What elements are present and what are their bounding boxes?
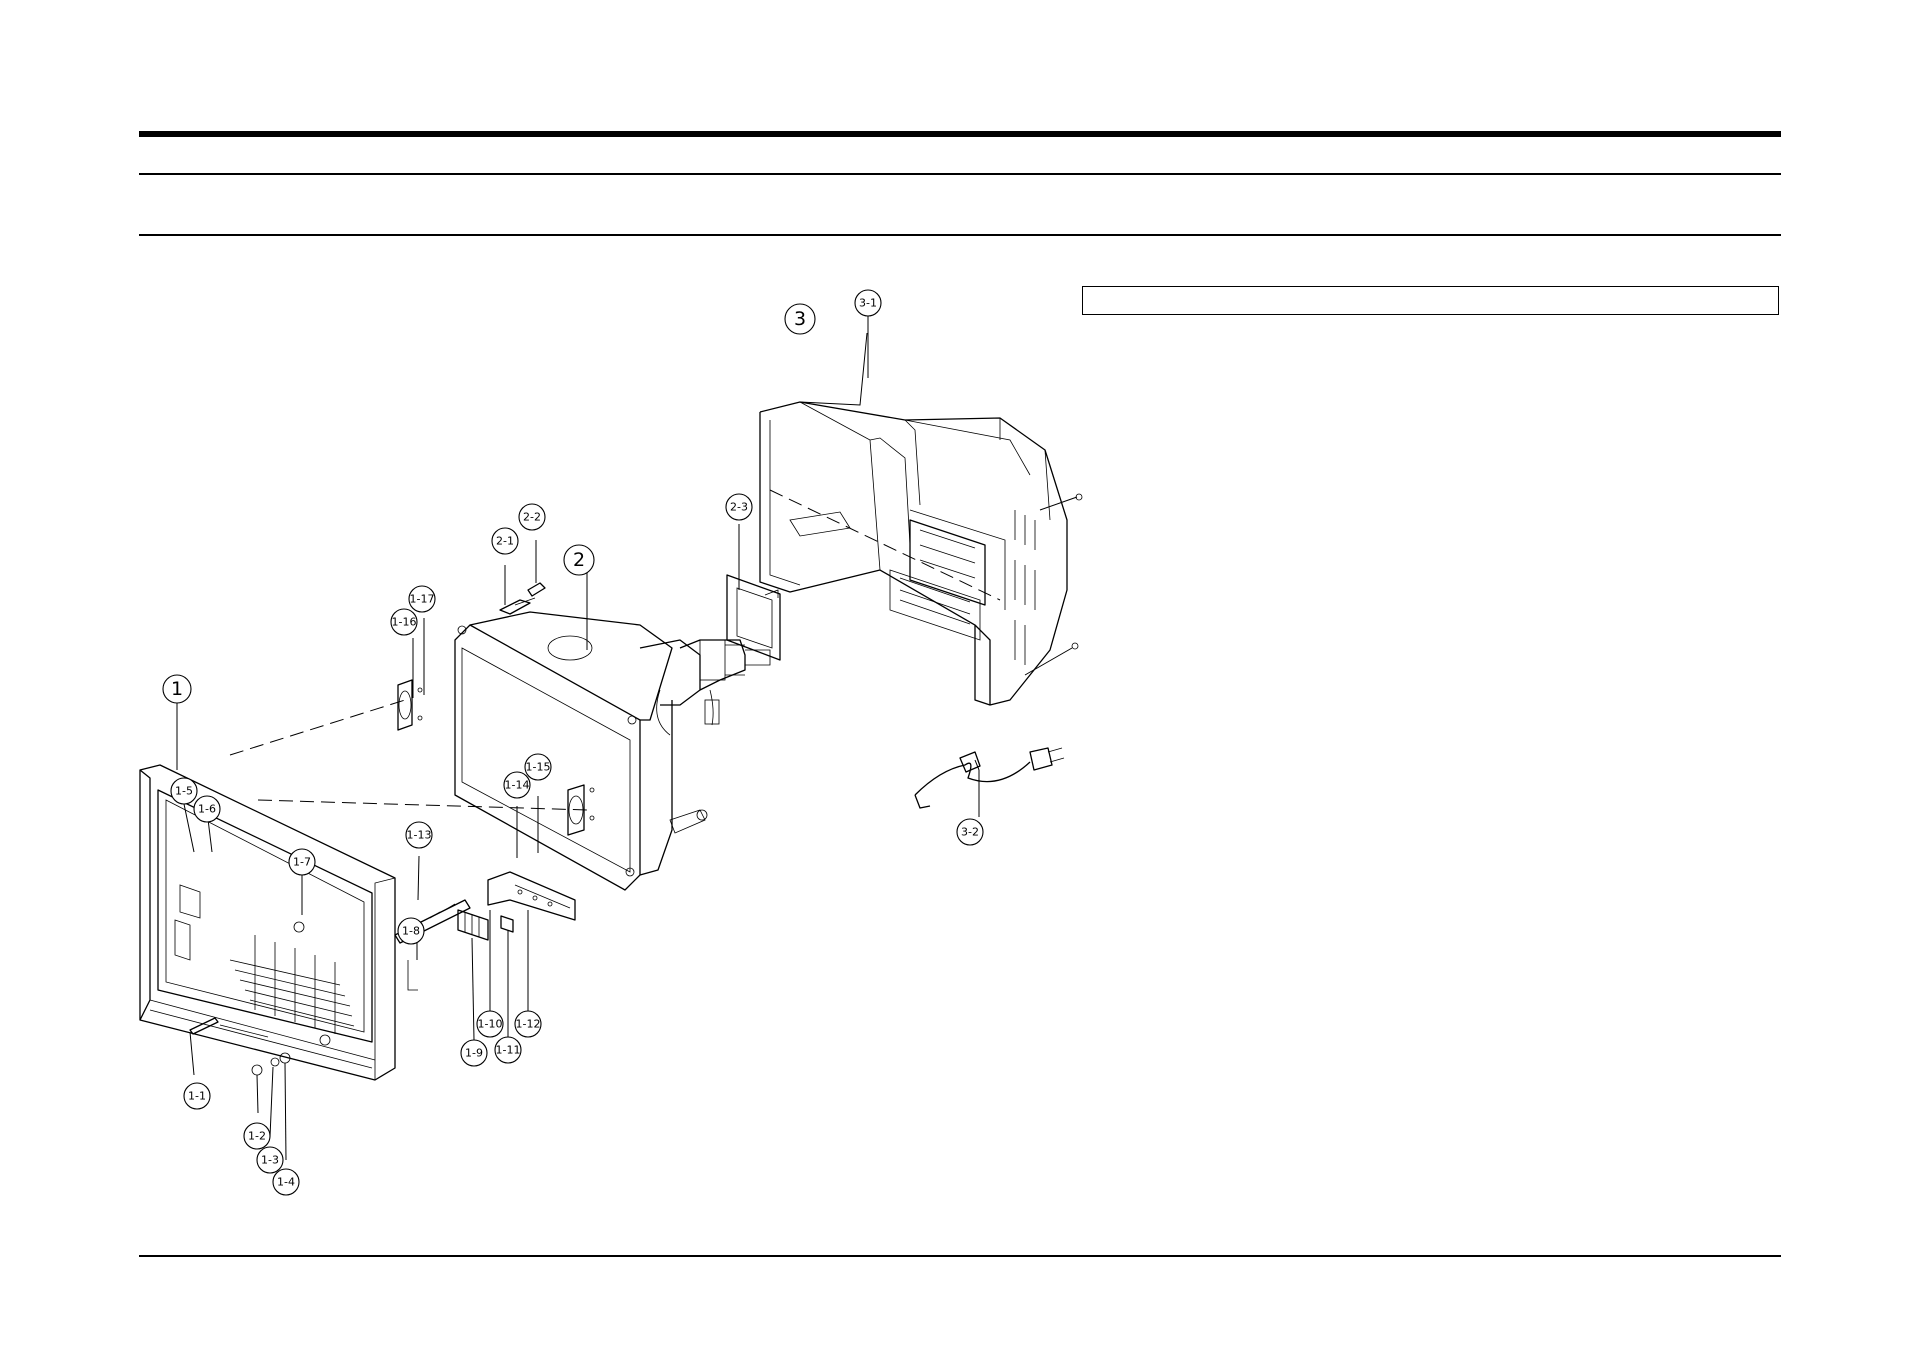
callout-1-3: 1-3	[257, 1147, 283, 1173]
callout-2-1: 2-1	[492, 528, 518, 554]
power-cord	[915, 748, 1064, 808]
front-cabinet	[140, 765, 395, 1080]
button-assembly	[458, 910, 513, 940]
callout-3-2: 3-2	[957, 819, 983, 845]
callout-1-7: 1-7	[289, 849, 315, 875]
callout-label: 1-5	[175, 785, 193, 798]
callout-label: 1-6	[198, 803, 216, 816]
callout-label: 3-1	[859, 297, 877, 310]
callout-1-5: 1-5	[171, 778, 197, 804]
callout-label: 2-3	[730, 501, 748, 514]
callout-label: 2-1	[496, 535, 514, 548]
callout-2-2: 2-2	[519, 504, 545, 530]
speaker-left	[398, 680, 422, 730]
callout-label: 3	[794, 308, 806, 330]
callout-1-12: 1-12	[515, 1011, 541, 1037]
crt-socket-board	[727, 575, 780, 660]
callout-2: 2	[564, 545, 594, 575]
picture-tube	[455, 612, 770, 890]
callout-label: 1-2	[248, 1130, 266, 1143]
callout-label: 1-8	[402, 925, 420, 938]
callout-label: 3-2	[961, 826, 979, 839]
crt-screws	[500, 583, 545, 614]
callout-label: 1-15	[526, 761, 551, 774]
callout-1-8: 1-8	[398, 918, 424, 944]
callout-label: 1-17	[410, 593, 435, 606]
callout-label: 2	[573, 549, 585, 571]
callout-label: 1-4	[277, 1176, 295, 1189]
callout-label: 1-11	[496, 1044, 521, 1057]
back-cover	[760, 402, 1082, 705]
callout-label: 1-16	[392, 616, 417, 629]
callout-label: 1-7	[293, 856, 311, 869]
callout-1: 1	[163, 675, 191, 703]
callout-label: 1-1	[188, 1090, 206, 1103]
callout-1-17: 1-17	[409, 586, 435, 612]
assembly-lines	[230, 490, 1000, 810]
leader-lines	[177, 310, 979, 1160]
callout-label: 2-2	[523, 511, 541, 524]
callout-3-1: 3-1	[855, 290, 881, 316]
callout-3: 3	[785, 304, 815, 334]
callout-label: 1	[171, 678, 183, 700]
callout-1-4: 1-4	[273, 1169, 299, 1195]
callout-1-14: 1-14	[504, 772, 530, 798]
callout-1-9: 1-9	[461, 1040, 487, 1066]
callout-label: 1-12	[516, 1018, 541, 1031]
callout-1-2: 1-2	[244, 1123, 270, 1149]
callout-1-13: 1-13	[406, 822, 432, 848]
callout-1-10: 1-10	[477, 1011, 503, 1037]
callout-2-3: 2-3	[726, 494, 752, 520]
callout-label: 1-14	[505, 779, 530, 792]
callout-label: 1-13	[407, 829, 432, 842]
callout-1-16: 1-16	[391, 609, 417, 635]
callout-label: 1-10	[478, 1018, 503, 1031]
callout-1-15: 1-15	[525, 754, 551, 780]
callout-label: 1-3	[261, 1154, 279, 1167]
callout-1-11: 1-11	[495, 1037, 521, 1063]
callout-1-6: 1-6	[194, 796, 220, 822]
callout-1-1: 1-1	[184, 1083, 210, 1109]
front-small-parts	[190, 960, 418, 1075]
callout-label: 1-9	[465, 1047, 483, 1060]
